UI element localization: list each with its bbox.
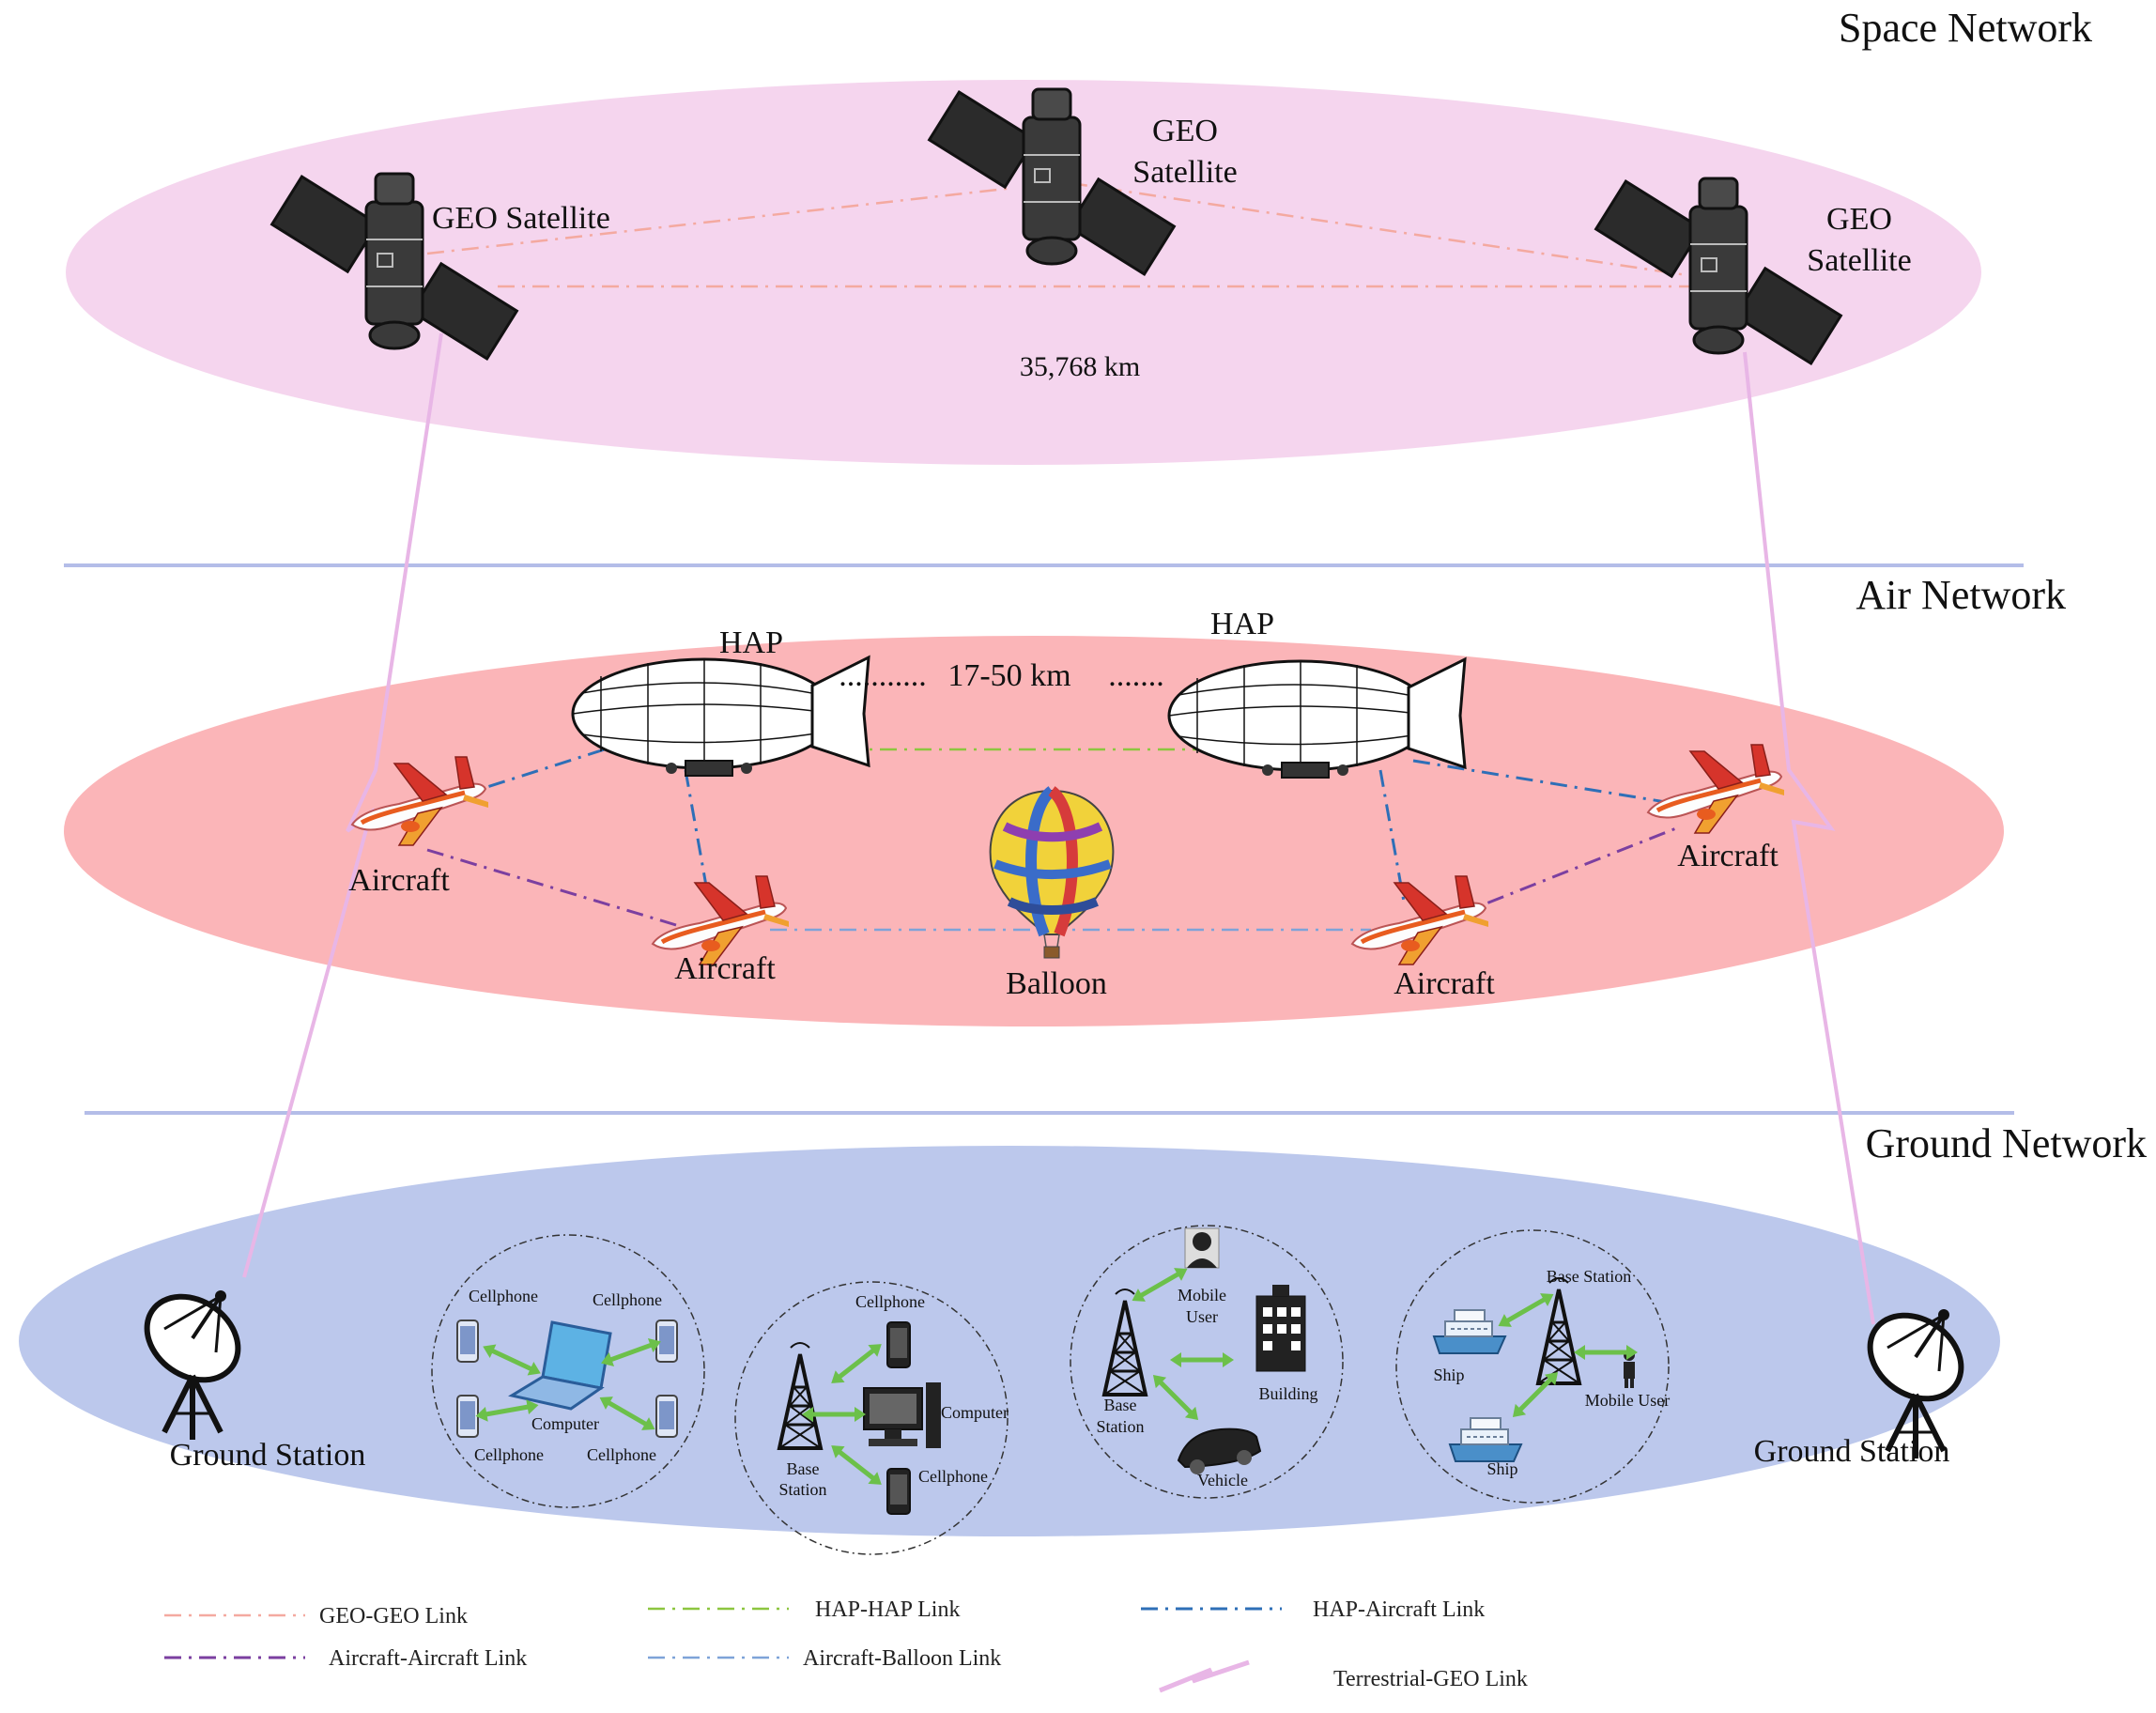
ground-station-left-label: Ground Station (170, 1438, 366, 1473)
c1-cellphone-br-label: Cellphone (587, 1445, 656, 1464)
aircraft-aircraft-link-right (1455, 825, 1682, 918)
hap-right-label: HAP (1210, 607, 1274, 641)
altitude-dots-left: ........... (839, 658, 927, 693)
cellphone-tl-icon (456, 1319, 479, 1363)
legend-aircraft-balloon-label: Aircraft-Balloon Link (803, 1646, 1001, 1671)
cellphone-br-icon (655, 1395, 678, 1438)
legend-hap-aircraft-label: HAP-Aircraft Link (1313, 1597, 1485, 1622)
space-network-title: Space Network (1839, 5, 2092, 51)
cluster-computer-cellphones (431, 1234, 705, 1508)
legend-hap-hap-label: HAP-HAP Link (815, 1597, 960, 1622)
c2-base-label-1: Base (787, 1459, 820, 1478)
c2-cellphone-bottom-icon (886, 1468, 911, 1515)
legend: GEO-GEO Link HAP-HAP Link HAP-Aircraft L… (164, 1597, 1528, 1693)
c3-base-label-2: Station (1096, 1417, 1144, 1436)
geo-satellite-mid-label-2: Satellite (1132, 155, 1237, 190)
ground-network-title: Ground Network (1866, 1120, 2147, 1166)
c2-base-label-2: Station (778, 1480, 826, 1499)
legend-terrestrial-geo-swatch (1159, 1659, 1250, 1693)
c1-computer-label: Computer (531, 1414, 599, 1433)
legend-geo-geo-label: GEO-GEO Link (319, 1604, 468, 1628)
legend-aircraft-aircraft-label: Aircraft-Aircraft Link (329, 1646, 527, 1671)
cluster-base-station-city (1070, 1225, 1344, 1499)
c2-cellphone-top-label: Cellphone (855, 1292, 925, 1311)
terrestrial-geo-link-left (242, 332, 443, 1278)
c3-mobile-label-2: User (1186, 1307, 1218, 1326)
c2-cellphone-bottom-label: Cellphone (918, 1467, 988, 1486)
c2-computer-label: Computer (941, 1403, 1009, 1422)
aircraft-far-right-label: Aircraft (1677, 839, 1779, 873)
air-network-title: Air Network (1856, 572, 2066, 618)
c2-cellphone-top-icon (886, 1321, 911, 1368)
geo-satellite-left-label: GEO Satellite (432, 201, 610, 236)
balloon-icon (989, 786, 1115, 959)
geo-geo-link-left-mid (426, 186, 1015, 255)
ground-station-right-label: Ground Station (1754, 1434, 1950, 1469)
hap-altitude-label: 17-50 km (947, 658, 1070, 693)
c3-mobile-label-1: Mobile (1178, 1286, 1226, 1304)
geo-distance-label: 35,768 km (1020, 351, 1140, 382)
c3-building-icon (1255, 1285, 1306, 1372)
c1-cellphone-tr-label: Cellphone (593, 1290, 662, 1309)
aircraft-far-left-label: Aircraft (348, 863, 450, 898)
aircraft-aircraft-link-left (426, 848, 677, 927)
geo-satellite-mid-label-1: GEO (1152, 114, 1218, 148)
c1-cellphone-bl-label: Cellphone (474, 1445, 544, 1464)
hap-aircraft-link-3 (1378, 769, 1406, 903)
hap-aircraft-link-2 (684, 769, 711, 903)
aircraft-mid-right-label: Aircraft (1394, 966, 1495, 1001)
c3-building-label: Building (1258, 1384, 1317, 1403)
cellphone-bl-icon (456, 1395, 479, 1438)
geo-satellite-right-label-2: Satellite (1807, 243, 1911, 278)
legend-terrestrial-geo-label: Terrestrial-GEO Link (1333, 1667, 1528, 1691)
c4-base-station-label: Base Station (1547, 1267, 1632, 1286)
c1-cellphone-tl-label: Cellphone (469, 1287, 538, 1305)
aircraft-mid-left-label: Aircraft (674, 951, 776, 986)
hap-left-label: HAP (719, 625, 783, 660)
space-network-ellipse (66, 80, 1981, 465)
cluster-base-station-computer (734, 1281, 1009, 1555)
cluster-maritime (1395, 1229, 1670, 1504)
altitude-dots-right: ....... (1108, 658, 1164, 693)
c4-ship-top-label: Ship (1433, 1366, 1464, 1384)
balloon-label: Balloon (1006, 966, 1107, 1001)
geo-geo-link-mid-right (1070, 181, 1701, 279)
c3-vehicle-icon (1177, 1428, 1262, 1474)
c3-vehicle-label: Vehicle (1197, 1471, 1248, 1489)
c4-ship-bottom-label: Ship (1486, 1459, 1517, 1478)
laptop-icon (508, 1320, 612, 1411)
c4-mobile-user-label: Mobile User (1585, 1391, 1670, 1410)
c2-computer-icon (863, 1382, 941, 1448)
terrestrial-geo-link-right (1743, 351, 1875, 1325)
ground-network-ellipse (19, 1146, 2000, 1536)
geo-satellite-right-label-1: GEO (1826, 202, 1892, 237)
hap-aircraft-link-4 (1412, 759, 1672, 805)
c3-mobile-user-icon (1184, 1227, 1220, 1269)
c3-base-label-1: Base (1104, 1396, 1137, 1414)
